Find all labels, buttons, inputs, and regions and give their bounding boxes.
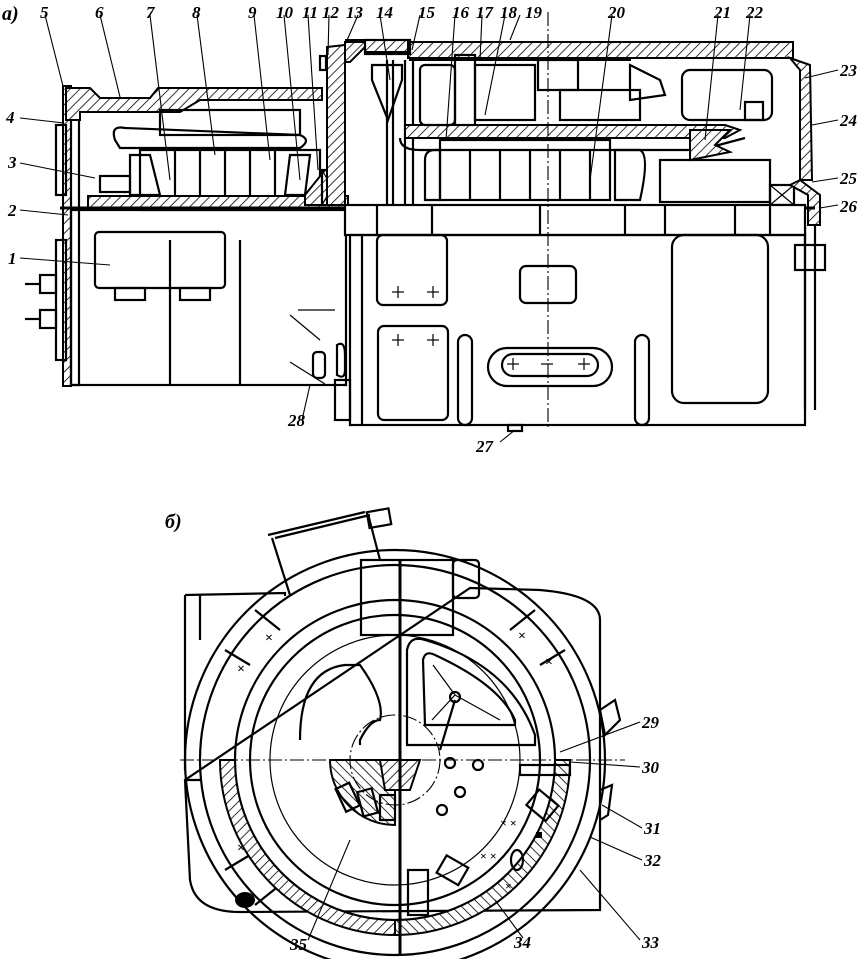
left-housing-body [69,208,348,387]
left-housing-wall [65,87,323,121]
callout-23: 23 [839,61,858,80]
callout-21: 21 [713,3,731,22]
svg-text:×: × [265,631,273,646]
callout-35: 35 [289,935,308,954]
callout-9: 9 [248,3,257,22]
inspection-window [405,637,537,751]
main-frame-body [333,233,807,427]
svg-text:×: × [505,879,512,893]
leader-lines-view-a [19,14,839,443]
callout-1: 1 [8,249,17,268]
svg-text:×: × [518,629,526,644]
callouts-view-a: 1 2 3 4 5 6 7 8 9 10 11 12 13 14 15 16 1… [5,3,858,456]
callout-22: 22 [745,3,764,22]
callout-28: 28 [287,411,306,430]
svg-text:×: × [237,841,245,856]
callout-8: 8 [192,3,201,22]
svg-text:× ×: × × [480,849,497,863]
callout-13: 13 [346,3,364,22]
callout-14: 14 [376,3,393,22]
rotor-stator-assembly [398,53,774,202]
callout-12: 12 [322,3,340,22]
exciter-assembly [87,108,349,212]
callout-4: 4 [5,108,15,127]
callout-5: 5 [40,3,49,22]
callouts-view-b: 29 30 31 32 33 34 35 [289,713,662,954]
callout-19: 19 [525,3,543,22]
callout-6: 6 [95,3,104,22]
view-b-label: б) [165,511,182,533]
callout-18: 18 [500,3,518,22]
callout-25: 25 [839,169,858,188]
callout-32: 32 [643,851,662,870]
callout-33: 33 [641,933,660,952]
callout-15: 15 [418,3,436,22]
terminal-lug [598,698,622,738]
callout-20: 20 [607,3,626,22]
end-view-frame [183,586,602,914]
svg-text:×: × [545,655,553,670]
stator-core-section: × × × × × [218,714,572,937]
svg-text:× ×: × × [500,816,517,830]
callout-27: 27 [475,437,495,456]
callout-10: 10 [276,3,294,22]
callout-26: 26 [839,197,858,216]
callout-29: 29 [641,713,660,732]
callout-16: 16 [452,3,470,22]
callout-31: 31 [643,819,661,838]
callout-7: 7 [146,3,156,22]
callout-24: 24 [839,111,857,130]
callout-34: 34 [513,933,531,952]
callout-30: 30 [641,758,660,777]
upper-left-opening [298,663,382,745]
leader-lines-view-b [307,721,643,941]
svg-text:×: × [237,662,245,677]
right-bearing-endcap [658,55,827,410]
view-a-label: a) [2,3,19,25]
view-b-end-view: б) × × × × [165,507,662,959]
view-a-side-section: a) [2,3,858,456]
callout-11: 11 [302,3,318,22]
callout-17: 17 [476,3,495,22]
callout-3: 3 [7,153,17,172]
cable-bracket [289,309,347,385]
callout-2: 2 [7,201,17,220]
lifting-eye [235,892,255,908]
